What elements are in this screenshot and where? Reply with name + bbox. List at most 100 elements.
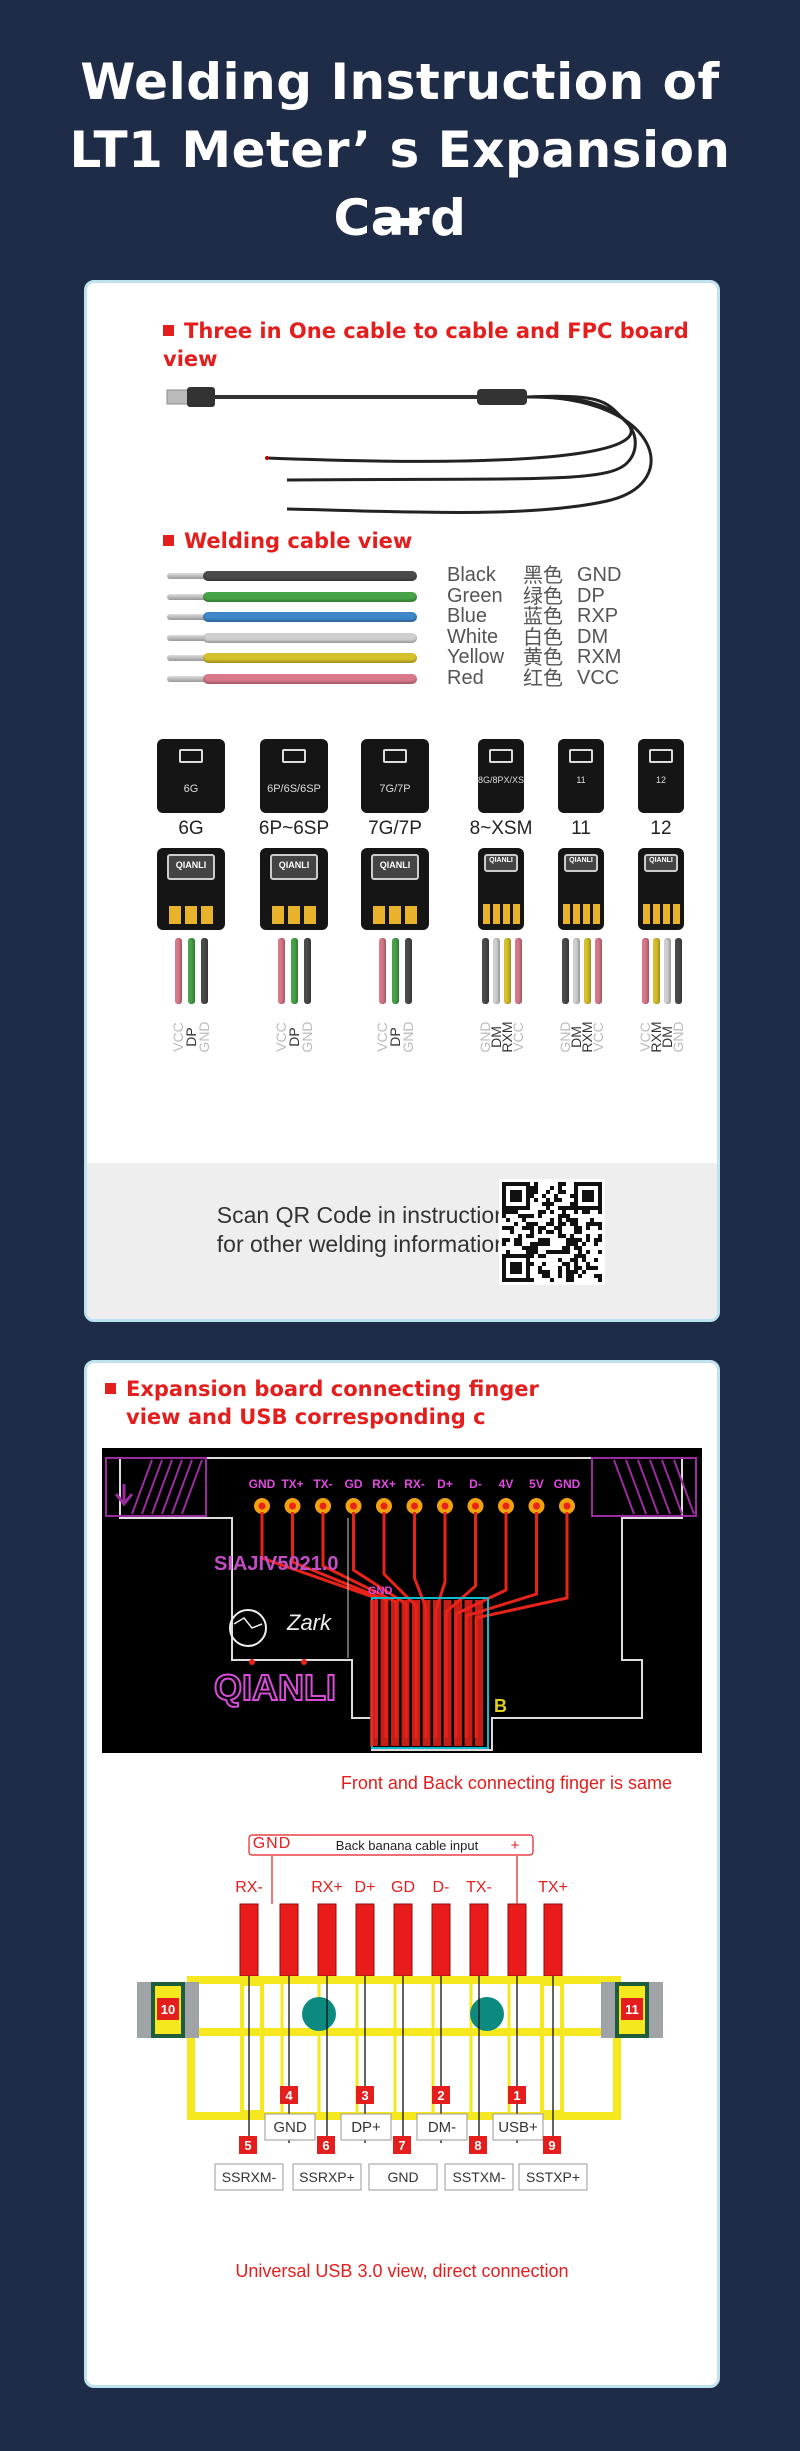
fpc-board-bottom: QIANLI [478,848,524,930]
fpc-board-bottom: QIANLI [260,848,328,930]
wire-name-cn: 黑色 [523,563,563,587]
fpc-board-top: 7G/7P [361,739,429,813]
fpc-board-top: 8G/8PX/XS [478,739,524,813]
board-pad [373,906,385,924]
wire-name-en: Black [447,564,496,586]
fpc-board-top: 6G [157,739,225,813]
board-wire [514,938,522,1004]
expansion-board-card: Expansion board connecting finger view a… [84,1360,720,2388]
svg-text:8: 8 [474,2138,481,2153]
board-pad [592,904,600,924]
svg-text:B: B [494,1696,507,1716]
board-wire [594,938,602,1004]
page-title-line2: LT1 Meter’ s Expansion Card [69,121,731,247]
wire-name-en: Blue [447,605,488,627]
wire-signal: GND [577,564,622,586]
board-pin-label: GND [196,1021,212,1053]
wire-yellow [203,653,417,663]
board-pin-label: GND [400,1021,416,1053]
board-shield [644,854,678,872]
svg-text:6: 6 [322,2138,329,2153]
board-pad [272,906,284,924]
svg-text:TX+: TX+ [281,1477,303,1491]
board-tag: 11 [576,775,586,785]
board-pad [405,906,417,924]
fpc-board-top: 6P/6S/6SP [260,739,328,813]
fpc-board-bottom: QIANLI [558,848,604,930]
bullet-square-icon [163,535,174,546]
svg-text:GND: GND [368,1585,393,1597]
board-chip-outline [383,749,407,763]
svg-text:RX-: RX- [404,1477,425,1491]
board-logo: QIANLI [379,860,411,870]
board-logo: QIANLI [649,857,673,864]
wire-red [203,673,417,684]
svg-text:4: 4 [285,2088,293,2103]
board-wire [583,938,591,1004]
board-label: 7G/7P [368,818,422,839]
board-wire [492,938,500,1004]
board-pad [562,904,570,924]
board-chip-outline [649,749,673,763]
svg-text:Zark: Zark [286,1610,332,1635]
board-pad [304,906,316,924]
board-tag: 12 [655,775,666,785]
board-pad [502,904,510,924]
wire-name-cn: 白色 [523,624,563,649]
svg-text:DM-: DM- [428,2119,456,2136]
board-wire [304,938,311,1004]
board-wire [175,938,182,1004]
board-pin-label: VCC [509,1022,526,1052]
fpc-board-bottom: QIANLI [638,848,684,930]
board-pad [652,904,660,924]
board-wire [561,938,569,1004]
page-title-line1: Welding Instruction of [80,53,720,111]
bullet-square-icon [105,1383,116,1394]
board-wire [379,938,386,1004]
board-tag: 7G/7P [379,783,411,795]
svg-text:SSTXP+: SSTXP+ [526,2169,580,2185]
svg-text:5: 5 [244,2138,251,2153]
board-pad [288,906,300,924]
qr-code-icon[interactable] [499,1179,605,1285]
wire-tip [167,614,207,620]
board-label: 12 [650,818,672,839]
svg-text:SSTXM-: SSTXM- [453,2169,506,2185]
svg-text:GD: GD [345,1477,363,1491]
board-wire [392,938,399,1004]
svg-text:GND: GND [273,2119,307,2136]
board-pad [169,906,181,924]
svg-text:TX+: TX+ [538,1879,568,1896]
wire-tip [167,593,207,600]
wire-tip [167,655,207,661]
board-wire [674,938,682,1004]
board-chip-outline [489,749,513,763]
page-title: Welding Instruction of LT1 Meter’ s Expa… [0,48,800,252]
svg-text:SIAJIV5021.0: SIAJIV5021.0 [214,1553,339,1575]
wire-green [203,591,417,602]
svg-text:D+: D+ [437,1477,453,1491]
fpc-board-bottom: QIANLI [361,848,429,930]
board-logo: QIANLI [175,860,207,870]
board-label: 11 [571,818,591,839]
board-wire [663,938,671,1004]
wire-name-cn: 蓝色 [523,604,563,628]
board-chip-outline [569,749,593,763]
board-wire [572,938,580,1004]
board-pad [512,904,520,924]
svg-text:Back banana cable input: Back banana cable input [336,1838,479,1853]
board-pad [572,904,580,924]
board-shield [564,854,598,872]
wire-name-cn: 绿色 [523,583,563,608]
board-pad [185,906,197,924]
board-label: 6P~6SP [258,818,330,839]
board-pin-label: GND [299,1021,315,1053]
svg-text:RX-: RX- [235,1879,263,1896]
board-wire [188,938,195,1004]
section-heading-cable: Three in One cable to cable and FPC boar… [163,319,689,371]
qr-instruction-text: Scan QR Code in instruction for other we… [216,1202,507,1257]
svg-text:9: 9 [548,2138,555,2153]
caption-connecting-finger: Front and Back connecting finger is same [340,1773,672,1793]
wire-tip [167,634,207,641]
